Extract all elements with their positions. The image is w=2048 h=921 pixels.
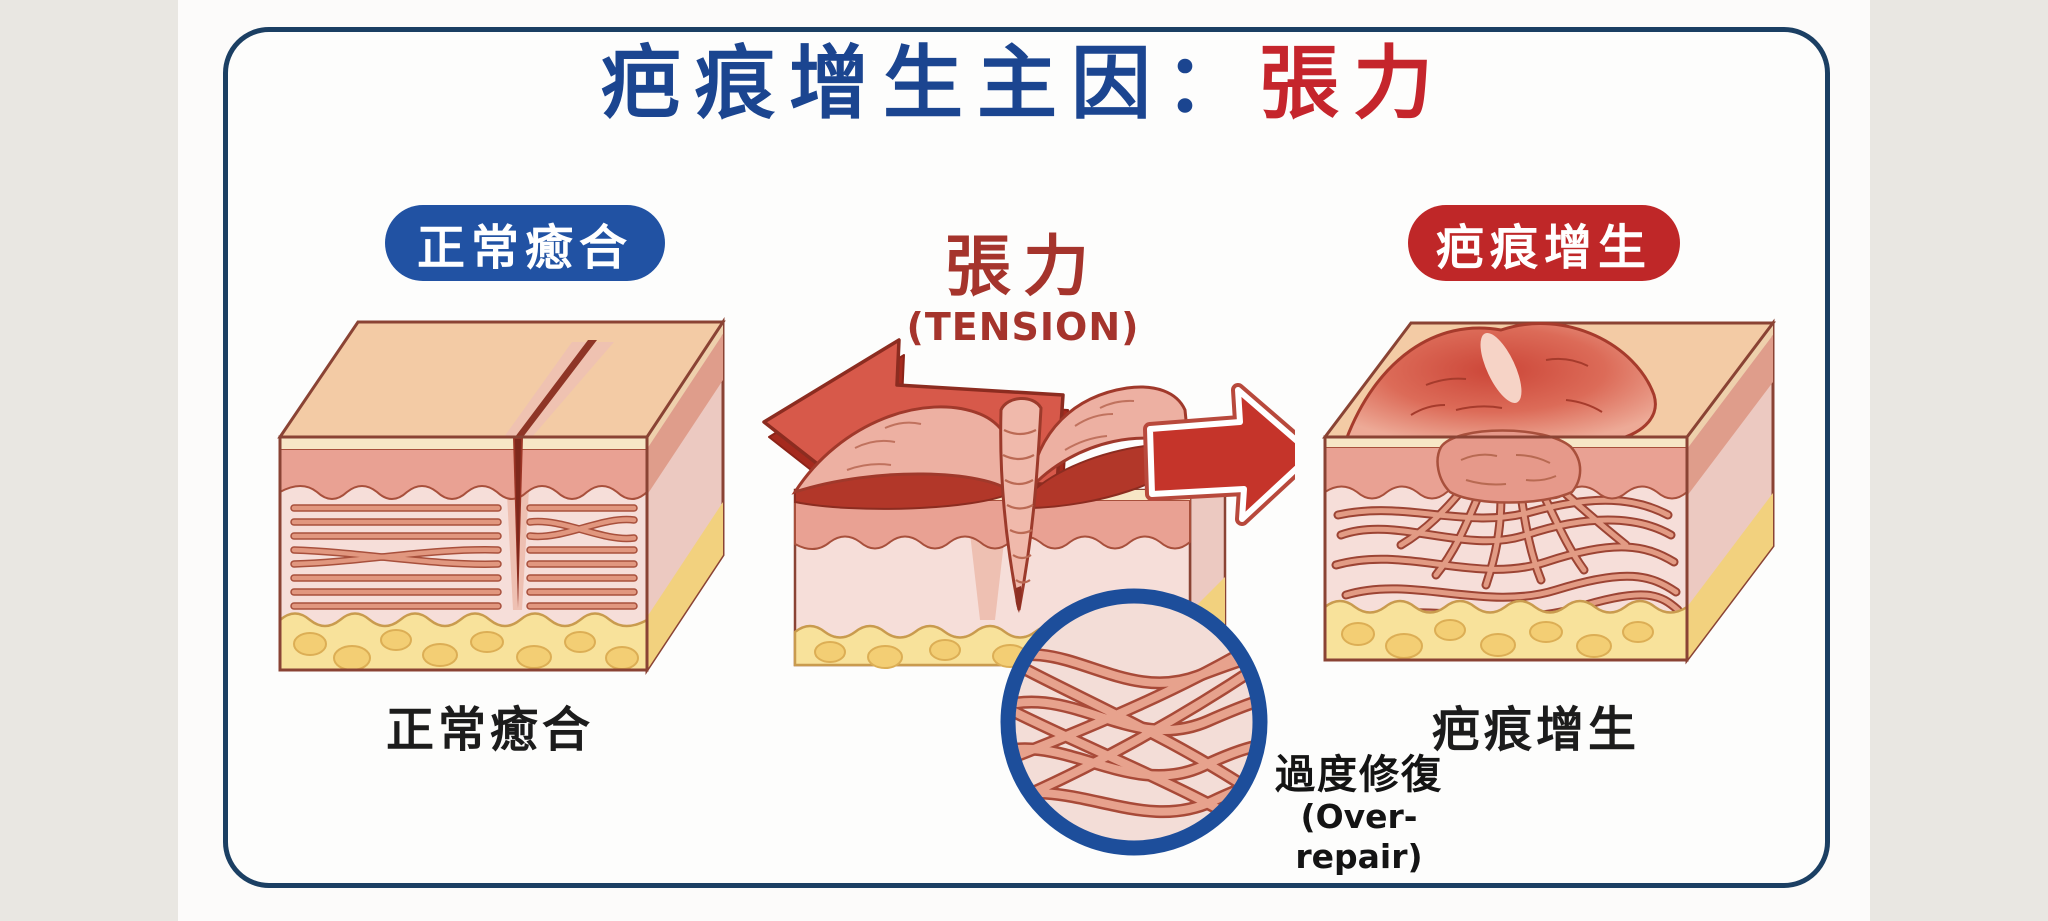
over-repair-label-en: (Over-repair) (1295, 797, 1423, 876)
over-repair-label-group: 過度修復 (Over-repair) (1247, 753, 1471, 876)
tension-heading-group: 張力 (TENSION) (823, 228, 1223, 349)
page-title: 疤痕增生主因：張力 (0, 44, 2048, 124)
title-prefix: 疤痕增生主因： (601, 37, 1259, 130)
wound-scar-column (999, 397, 1043, 611)
tension-subheading: (TENSION) (906, 305, 1140, 349)
tension-heading: 張力 (945, 228, 1101, 305)
scar-badge-label: 疤痕增生 (1435, 220, 1652, 276)
right-gray-band (1870, 0, 2048, 921)
scar-badge: 疤痕增生 (1408, 205, 1680, 281)
over-repair-label: 過度修復 (1275, 752, 1443, 798)
scar-skin-illustration (1321, 318, 1777, 665)
epidermis-layer (279, 448, 648, 500)
skin-flap-right (1026, 385, 1191, 495)
left-gray-band (0, 0, 178, 921)
scar-caption: 疤痕增生 (1431, 702, 1640, 758)
collagen-magnifier-illustration (1000, 588, 1268, 856)
tension-arrow-right-icon (1143, 383, 1295, 526)
fat-layer (278, 612, 649, 672)
magnifier-ring (1000, 588, 1268, 856)
normal-skin-illustration (277, 317, 726, 675)
tension-skin-illustration (762, 338, 1295, 669)
normal-healing-badge: 正常癒合 (385, 205, 665, 281)
normal-healing-badge-label: 正常癒合 (416, 220, 633, 276)
scar-root (1436, 429, 1582, 504)
incision-line (515, 340, 597, 437)
title-highlight: 張力 (1259, 37, 1447, 130)
normal-healing-caption: 正常癒合 (385, 702, 594, 758)
